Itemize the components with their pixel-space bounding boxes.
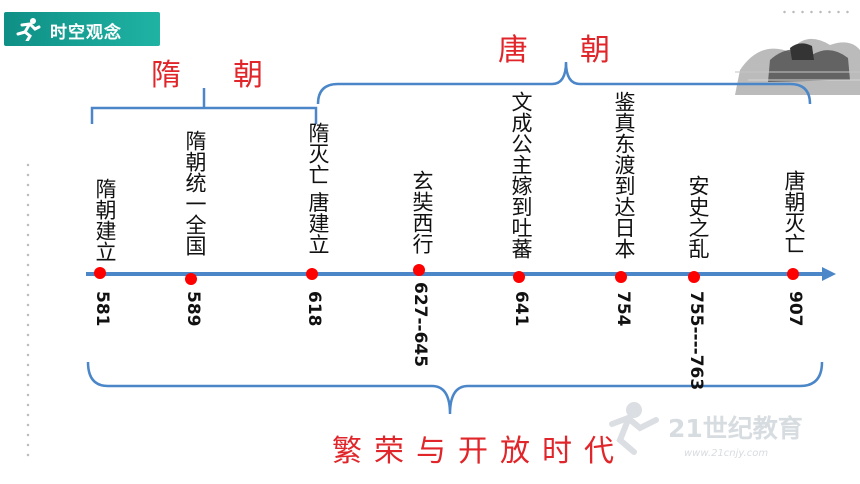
- running-figure-icon: [16, 18, 41, 41]
- badge-label: 时空观念: [50, 23, 122, 43]
- event-year: 755----763: [686, 291, 706, 391]
- event-year: 627--645: [410, 282, 430, 368]
- event-dot: [306, 268, 318, 280]
- event-label: 安史之乱: [686, 175, 710, 259]
- event-year: 754: [613, 291, 633, 327]
- event-year: 581: [92, 291, 112, 327]
- event-dot: [688, 271, 700, 283]
- event-dot: [185, 273, 197, 285]
- event-year: 618: [304, 291, 324, 327]
- event-label: 唐朝灭亡: [782, 170, 806, 254]
- event-dot: [513, 271, 525, 283]
- decorative-dots-left: [26, 160, 30, 460]
- event-dot: [615, 271, 627, 283]
- event-dot: [413, 264, 425, 276]
- event-year: 589: [183, 291, 203, 327]
- era-summary-label: 繁荣与开放时代: [332, 434, 626, 469]
- era-label-tang: 唐朝: [498, 33, 662, 68]
- decorative-dots-top: [780, 10, 850, 14]
- event-label: 文成公主嫁到吐蕃: [509, 91, 533, 259]
- era-bottom-brace: [86, 361, 824, 415]
- event-dot: [94, 267, 106, 279]
- timeline-arrowhead: [822, 267, 836, 281]
- event-label: 玄奘西行: [410, 170, 434, 254]
- era-label-sui: 隋朝: [151, 58, 315, 93]
- tang-brace: [316, 61, 812, 105]
- event-label: 鉴真东渡到达日本: [612, 91, 636, 259]
- event-year: 907: [785, 291, 805, 327]
- event-label: 隋朝建立: [93, 178, 117, 262]
- event-dot: [787, 268, 799, 280]
- sui-brace: [90, 88, 318, 124]
- topic-badge: 时空观念: [4, 12, 160, 46]
- event-label: 隋灭亡 唐建立: [306, 122, 330, 255]
- event-year: 641: [511, 291, 531, 327]
- event-label: 隋朝统一全国: [183, 130, 207, 256]
